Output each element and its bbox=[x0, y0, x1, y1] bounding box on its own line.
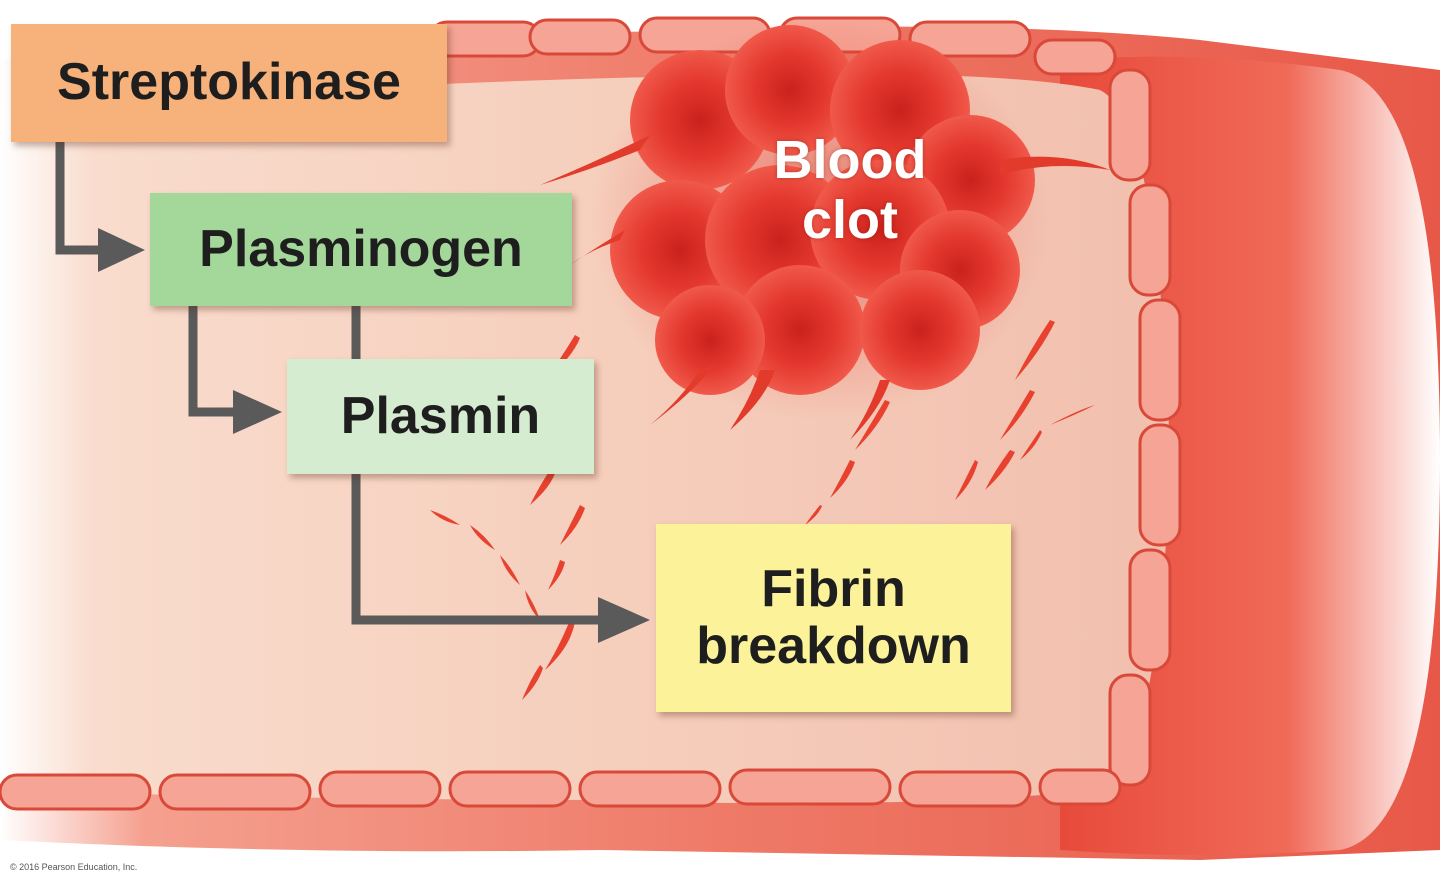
endothelial-cells-right bbox=[1108, 68, 1182, 787]
plasminogen-label: Plasminogen bbox=[199, 219, 523, 278]
fibrin-breakdown-label-line1: Fibrin bbox=[761, 559, 906, 618]
streptokinase-label: Streptokinase bbox=[57, 53, 401, 112]
plasmin-box: Plasmin bbox=[287, 359, 594, 474]
arrow-plasmin-to-fibrin bbox=[351, 474, 605, 625]
blood-clot-cells bbox=[610, 25, 1035, 395]
plasmin-label: Plasmin bbox=[340, 386, 541, 445]
pathway-arrows bbox=[55, 142, 605, 625]
arrow-streptokinase-to-plasminogen bbox=[55, 142, 105, 255]
plasminogen-box: Plasminogen bbox=[150, 193, 572, 306]
blood-clot-label-line2: clot bbox=[801, 190, 898, 251]
arrowheads bbox=[98, 228, 650, 643]
arrow-plasminogen-to-plasmin bbox=[188, 306, 240, 417]
endothelial-cells-bottom bbox=[0, 768, 1122, 811]
fibrin-breakdown-label-line2: breakdown bbox=[696, 617, 971, 675]
streptokinase-box: Streptokinase bbox=[11, 24, 447, 142]
fibrin-strands bbox=[540, 135, 1110, 440]
fibrin-breakdown-box: Fibrin breakdown bbox=[656, 524, 1011, 712]
blood-clot-label: Blood clot bbox=[740, 130, 960, 251]
blood-clot-label-line1: Blood bbox=[773, 130, 927, 190]
copyright-notice: © 2016 Pearson Education, Inc. bbox=[10, 862, 138, 872]
